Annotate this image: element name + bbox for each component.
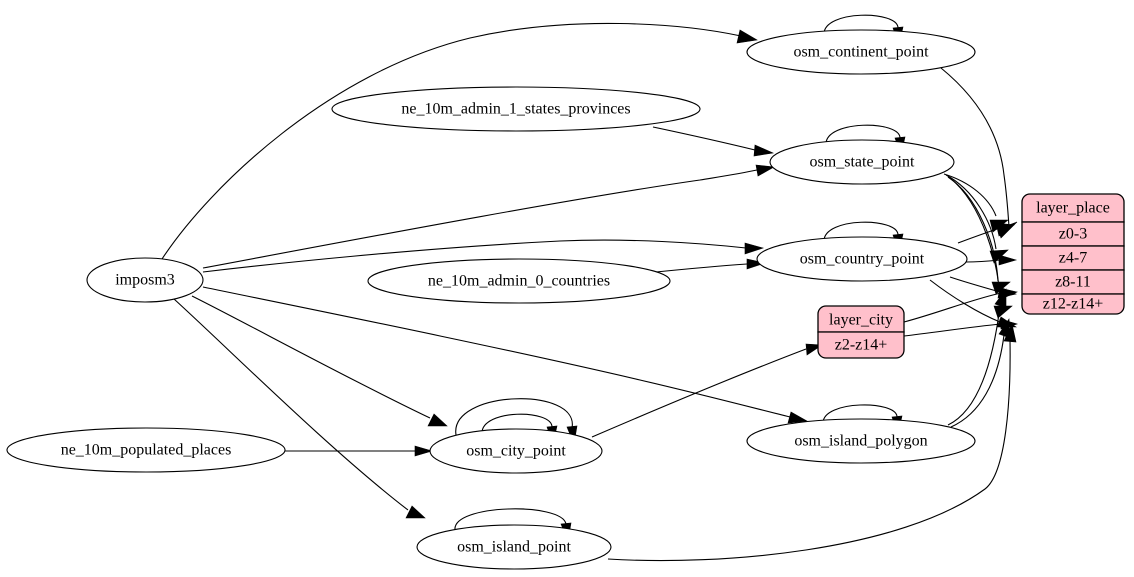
node-label: imposm3 (115, 272, 175, 289)
node-label: ne_10m_populated_places (61, 442, 232, 459)
edge-self-loop-osm_city_point (481, 413, 553, 434)
node-layer_place[interactable]: layer_place z0-3 z4-7 z8-11 z12-z14+ (1021, 193, 1125, 315)
arrowhead (405, 505, 426, 519)
record-cell-label-z4-7: z4-7 (1059, 250, 1087, 267)
arrowhead (736, 29, 758, 44)
arrowhead (427, 413, 448, 427)
node-osm_state_point[interactable]: osm_state_point (769, 139, 955, 185)
node-shape-ellipse (367, 258, 671, 304)
edge-osm_country_point-to-layer_place_z8_11 (949, 276, 1001, 293)
edge-imposm3-to-osm_island_polygon (202, 286, 791, 418)
record-cell-label-z0-3: z0-3 (1059, 226, 1087, 243)
node-ne_10m_admin_1_states_provinces[interactable]: ne_10m_admin_1_states_provinces (331, 86, 701, 132)
record-cell-label-z2-z14: z2-z14+ (835, 337, 888, 354)
node-shape-ellipse (756, 236, 968, 282)
arrowhead (995, 222, 1015, 237)
edge-osm_country_point-to-layer_place_z12_z14 (929, 279, 1001, 323)
arrowhead (998, 318, 1011, 339)
node-label: ne_10m_admin_0_countries (428, 273, 610, 290)
node-osm_island_point[interactable]: osm_island_point (416, 524, 612, 570)
node-label: osm_island_point (457, 539, 571, 556)
node-label: osm_city_point (466, 443, 566, 460)
node-shape-ellipse (6, 427, 286, 473)
node-shape-ellipse (416, 524, 612, 570)
nodes-layer: imposm3 ne_10m_admin_1_states_provinces … (6, 29, 1125, 570)
record-cell-label-title: layer_place (1036, 200, 1110, 217)
edge-imposm3-to-osm_island_point (173, 298, 409, 511)
edge-self-loop-osm_country_point (823, 221, 899, 242)
node-osm_city_point[interactable]: osm_city_point (429, 428, 603, 474)
edge-osm_state_point-to-layer_place_z4_7 (945, 174, 997, 250)
arrowhead (787, 411, 808, 424)
edge-layer_city-to-layer_place_z8_11 (903, 292, 1002, 323)
node-label: ne_10m_admin_1_states_provinces (401, 101, 630, 118)
edge-ne_countries-to-osm_country_point (655, 263, 748, 273)
node-label: osm_continent_point (793, 44, 929, 61)
arrowhead (1003, 323, 1017, 343)
node-ne_10m_admin_0_countries[interactable]: ne_10m_admin_0_countries (367, 258, 671, 304)
edge-osm_state_point-to-layer_place_z0_3 (943, 173, 997, 217)
edge-osm_island_polygon-to-layer_place_z12_z14 (950, 334, 1005, 428)
node-osm_country_point[interactable]: osm_country_point (756, 236, 968, 282)
node-shape-ellipse (331, 86, 701, 132)
edges-layer (161, 14, 1019, 562)
node-imposm3[interactable]: imposm3 (86, 257, 204, 303)
edge-self-loop-osm_island_polygon (822, 404, 898, 424)
record-cell-z12-z14[interactable] (1021, 293, 1125, 315)
edge-layer_city-to-layer_place_z12_z14 (903, 323, 1002, 337)
edge-osm_continent_point-to-layer_place_z0_3 (940, 67, 1010, 228)
edge-imposm3-to-osm_continent_point (161, 22, 742, 260)
node-label: osm_country_point (800, 251, 925, 268)
edge-imposm3-to-osm_city_point (191, 295, 431, 419)
node-shape-ellipse (746, 29, 976, 75)
arrowhead (994, 288, 1007, 309)
edge-self-loop-osm_state_point (825, 124, 901, 145)
edge-arc-into-osm_city_point (455, 398, 573, 436)
arrowhead (744, 242, 765, 255)
edge-osm_city_point-to-layer_city (591, 348, 807, 438)
arrowhead (755, 164, 775, 177)
node-osm_island_polygon[interactable]: osm_island_polygon (746, 418, 976, 464)
node-label: osm_island_polygon (794, 433, 927, 450)
record-cell-z0-3[interactable] (1021, 221, 1125, 247)
edge-osm_country_point-to-layer_place_z4_7 (965, 259, 1001, 263)
edge-imposm3-to-osm_country_point (202, 239, 747, 273)
record-cell-z2-z14[interactable] (817, 331, 905, 359)
edge-osm_island_point-to-layer_place_z12_z14 (607, 339, 1011, 562)
node-layer_city[interactable]: layer_city z2-z14+ (817, 305, 905, 359)
edge-osm_country_point-to-layer_place_z0_3 (957, 227, 1001, 244)
edge-imposm3-to-osm_state_point (202, 169, 758, 269)
node-osm_continent_point[interactable]: osm_continent_point (746, 29, 976, 75)
arrowhead (746, 258, 767, 270)
node-shape-ellipse (769, 139, 955, 185)
edge-osm_island_polygon-to-layer_place_z8_11 (947, 305, 1001, 426)
edge-ne_states-to-osm_state_point (652, 126, 756, 151)
record-cell-label-z8-11: z8-11 (1055, 274, 1091, 291)
arrowhead (414, 445, 434, 457)
edge-self-loop-osm_island_point (454, 508, 567, 531)
arrowhead (753, 144, 775, 157)
record-cell-label-title: layer_city (829, 312, 893, 329)
edge-self-loop-osm_continent_point (823, 14, 899, 35)
record-cell-label-z12-z14: z12-z14+ (1043, 296, 1104, 313)
node-label: osm_state_point (810, 154, 915, 171)
node-shape-ellipse (86, 257, 204, 303)
node-ne_10m_populated_places[interactable]: ne_10m_populated_places (6, 427, 286, 473)
node-shape-ellipse (429, 428, 603, 474)
node-shape-ellipse (746, 418, 976, 464)
arrowhead (998, 254, 1018, 266)
